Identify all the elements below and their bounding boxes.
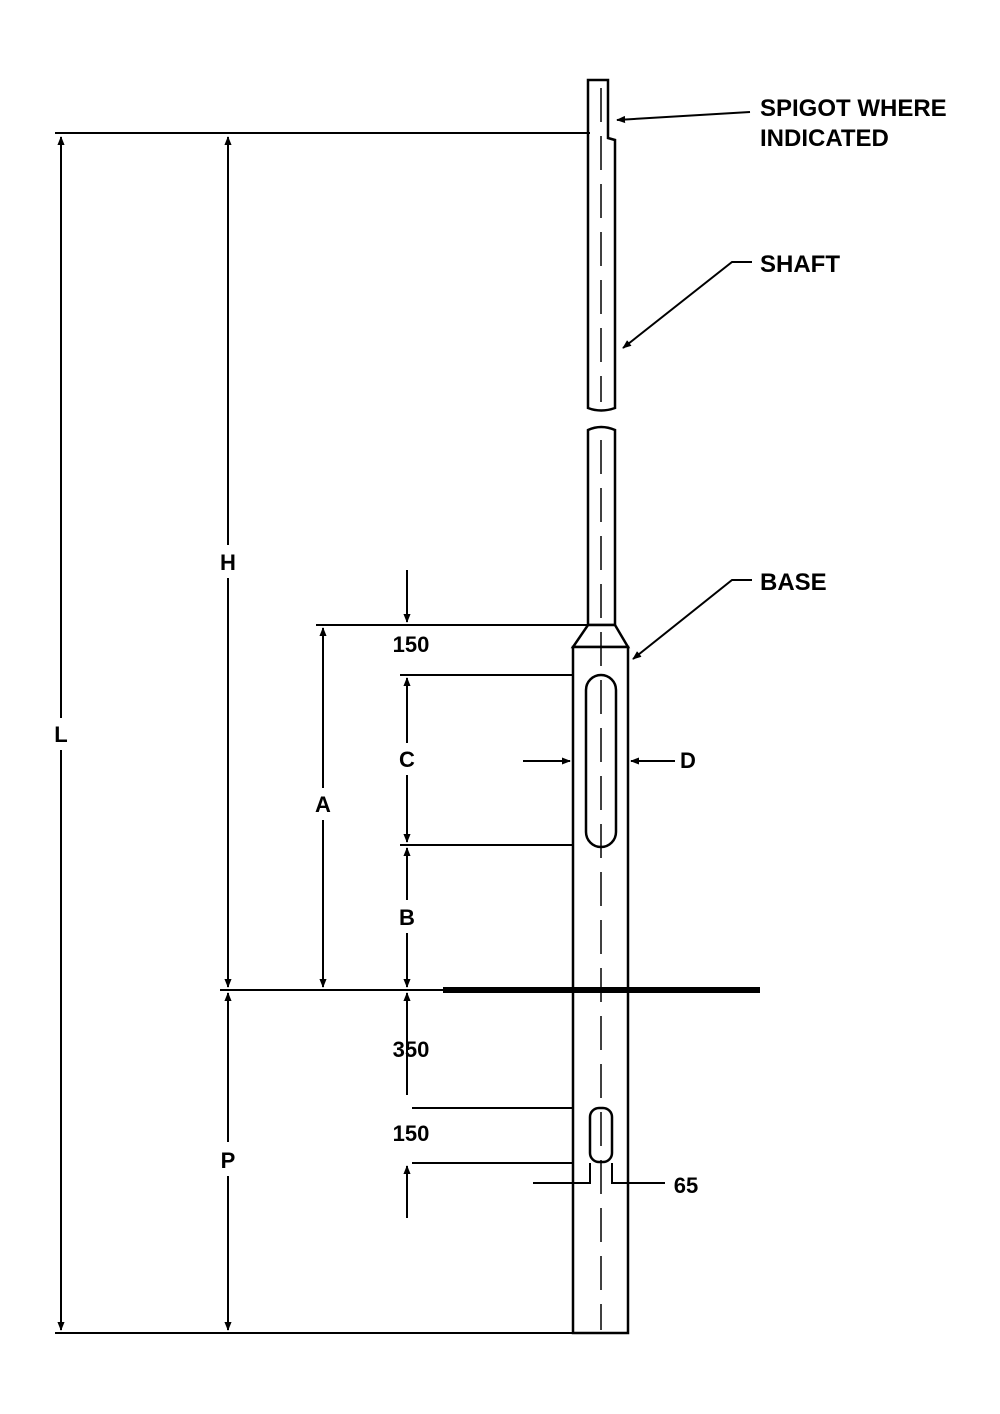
dim-label-150-top: 150 [393, 632, 430, 657]
leaders [616, 111, 752, 660]
dim-label-b: B [399, 905, 415, 930]
dim-label-d: D [680, 748, 696, 773]
dimension-lines [57, 136, 675, 1331]
dim-label-a: A [315, 792, 331, 817]
dim-label-c: C [399, 747, 415, 772]
label-spigot-line2: INDICATED [760, 125, 889, 152]
shaft-lower-section [586, 425, 617, 627]
dim-label-l: L [54, 722, 67, 747]
leader-base [632, 579, 752, 660]
column [570, 78, 631, 1335]
label-base: BASE [760, 569, 827, 596]
dim-label-65: 65 [674, 1173, 698, 1198]
dim-label-350: 350 [393, 1037, 430, 1062]
leader-spigot [616, 111, 751, 124]
label-shaft: SHAFT [760, 251, 840, 278]
dim-label-150-low: 150 [393, 1121, 430, 1146]
dim-label-h: H [220, 550, 236, 575]
leader-shaft [622, 261, 752, 349]
extension-lines [55, 132, 665, 1334]
label-spigot-line1: SPIGOT WHERE [760, 95, 947, 122]
dim-label-p: P [221, 1148, 236, 1173]
